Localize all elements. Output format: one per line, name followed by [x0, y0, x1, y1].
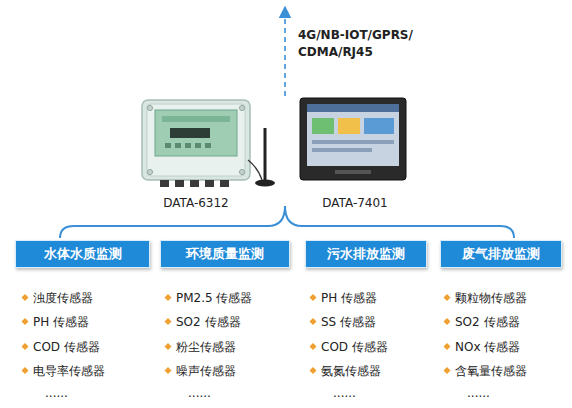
- sensor-item: PM2.5 传感器: [176, 291, 286, 306]
- category-title: 废气排放监测: [462, 245, 540, 263]
- sensor-item: SS 传感器: [321, 315, 431, 330]
- category-box: 污水排放监测: [305, 240, 427, 268]
- category-box: 水体水质监测: [15, 240, 150, 268]
- category-box: 废气排放监测: [440, 240, 562, 268]
- category-title: 水体水质监测: [44, 245, 122, 263]
- sensor-item: 氨氮传感器: [321, 364, 431, 379]
- data-6312-device: [142, 100, 275, 187]
- category-box: 环境质量监测: [160, 240, 290, 268]
- sensor-item: PH 传感器: [33, 315, 143, 330]
- sensor-item: 颗粒物传感器: [455, 291, 565, 306]
- sensor-item: COD 传感器: [321, 340, 431, 355]
- sensor-item: PH 传感器: [321, 291, 431, 306]
- data-7401-panel: [300, 98, 406, 180]
- sensor-item: SO2 传感器: [455, 315, 565, 330]
- sensor-item: 粉尘传感器: [176, 340, 286, 355]
- ellipsis-note: ......: [333, 386, 373, 401]
- uplink-arrow: [284, 12, 286, 96]
- sensor-item: 噪声传感器: [176, 364, 286, 379]
- sensor-item: 浊度传感器: [33, 291, 143, 306]
- sensor-item: 含氧量传感器: [455, 364, 565, 379]
- ellipsis-note: ......: [188, 386, 228, 401]
- sensor-item: COD 传感器: [33, 340, 143, 355]
- link-label: 4G/NB-IOT/GPRS/ CDMA/RJ45: [298, 27, 418, 61]
- device-label: DATA-6312: [146, 196, 246, 211]
- category-title: 环境质量监测: [186, 245, 264, 263]
- bullet-diamonds: [22, 294, 451, 374]
- sensor-item: SO2 传感器: [176, 315, 286, 330]
- device-label: DATA-7401: [305, 196, 405, 211]
- category-title: 污水排放监测: [327, 245, 405, 263]
- ellipsis-note: ......: [467, 386, 507, 401]
- sensor-item: 电导率传感器: [33, 364, 143, 379]
- group-brace: [60, 206, 514, 238]
- ellipsis-note: ......: [45, 386, 85, 401]
- sensor-item: NOx 传感器: [455, 340, 565, 355]
